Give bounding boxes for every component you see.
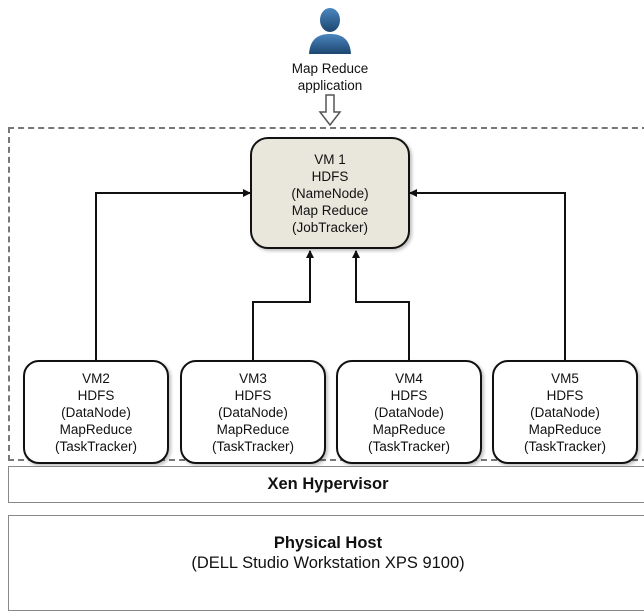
vm-master-node: VM 1 HDFS (NameNode) Map Reduce (JobTrac… (250, 137, 410, 249)
vm-master-line: (NameNode) (291, 185, 369, 201)
vm-worker-node: VM5 HDFS (DataNode) MapReduce (TaskTrack… (492, 360, 638, 464)
vm-worker-line: (TaskTracker) (211, 438, 294, 454)
vm-master-line: HDFS (311, 168, 349, 184)
hypervisor-title: Xen Hypervisor (267, 475, 389, 493)
vm-worker-node: VM2 HDFS (DataNode) MapReduce (TaskTrack… (23, 360, 169, 464)
vm-worker-node: VM3 HDFS (DataNode) MapReduce (TaskTrack… (180, 360, 326, 464)
down-arrow-icon (318, 94, 342, 126)
vm-master-line: Map Reduce (291, 202, 369, 218)
vm-worker-node: VM4 HDFS (DataNode) MapReduce (TaskTrack… (336, 360, 482, 464)
vm-worker-line: HDFS (390, 387, 428, 403)
physical-host-layer: Physical Host (DELL Studio Workstation X… (8, 515, 644, 611)
physical-host-subtitle: (DELL Studio Workstation XPS 9100) (191, 554, 465, 572)
connector-vm2 (95, 189, 251, 360)
vm-worker-line: VM3 (239, 370, 267, 386)
application-label-line1: Map Reduce (291, 61, 369, 76)
connector-vm5 (409, 189, 566, 360)
vm-worker-line: HDFS (77, 387, 115, 403)
connector-vm3 (252, 250, 314, 360)
vm-worker-line: (DataNode) (61, 404, 131, 420)
vm-master-line: VM 1 (314, 151, 346, 167)
hypervisor-layer: Xen Hypervisor (8, 466, 644, 503)
vm-worker-line: (TaskTracker) (54, 438, 137, 454)
vm-worker-line: VM2 (82, 370, 110, 386)
vm-worker-line: MapReduce (372, 421, 446, 437)
vm-cluster-boundary (8, 127, 644, 461)
application-label-line2: application (297, 78, 363, 93)
user-icon (309, 8, 351, 54)
application-label: Map Reduce application (250, 60, 410, 94)
vm-worker-line: MapReduce (528, 421, 602, 437)
vm-worker-line: VM5 (551, 370, 579, 386)
vm-master-line: (JobTracker) (291, 219, 368, 235)
vm-worker-line: MapReduce (59, 421, 133, 437)
vm-worker-line: VM4 (395, 370, 423, 386)
vm-worker-line: HDFS (546, 387, 584, 403)
vm-worker-line: (DataNode) (530, 404, 600, 420)
vm-worker-line: (TaskTracker) (523, 438, 606, 454)
vm-worker-line: (DataNode) (374, 404, 444, 420)
vm-worker-line: MapReduce (216, 421, 290, 437)
vm-worker-line: (TaskTracker) (367, 438, 450, 454)
physical-host-title: Physical Host (273, 534, 383, 552)
vm-worker-line: (DataNode) (218, 404, 288, 420)
connector-vm4 (352, 250, 410, 360)
vm-worker-line: HDFS (234, 387, 272, 403)
